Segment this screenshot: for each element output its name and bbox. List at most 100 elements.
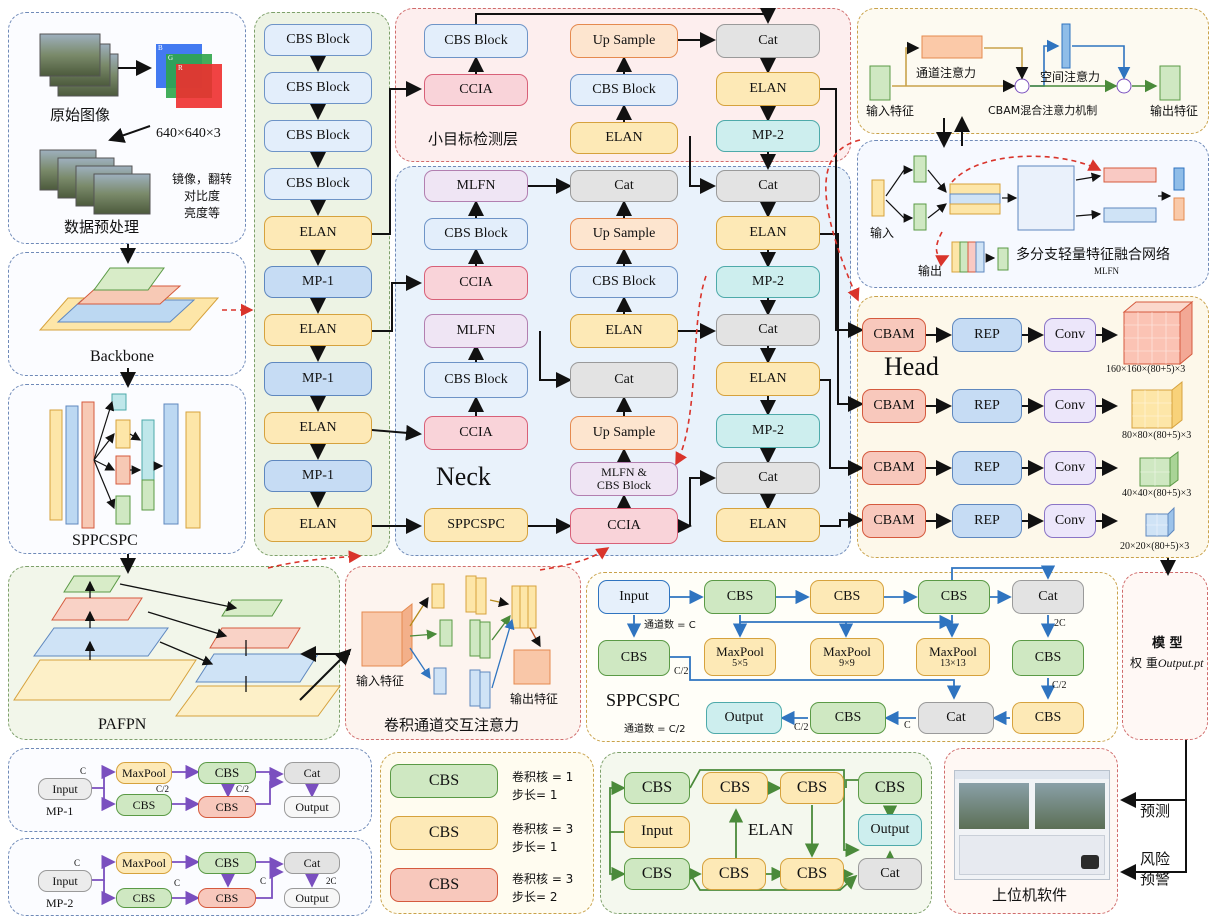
elan-title: ELAN [748,820,793,840]
elan-cat: Cat [858,858,922,890]
legend-s-3: 步长= 2 [512,888,558,905]
risk-label-2: 预警 [1140,868,1170,889]
small-target-title: 小目标检测层 [428,128,518,149]
neck-cat-3: Cat [716,170,820,202]
top-cbs-block: CBS Block [424,24,528,58]
mp2-output: Output [284,888,340,908]
spp-c2-b: C/2 [1052,680,1066,691]
spp-2c: 2C [1054,618,1066,629]
neck-cbs-block-3: CBS Block [570,266,678,298]
neck-elan-1: ELAN [570,314,678,348]
top-elan: ELAN [570,122,678,154]
spp-ch-c2: 通道数 = C/2 [624,720,685,735]
legend-s-2: 步长= 1 [512,838,558,855]
spp-maxpool-2-size: 9×9 [839,659,855,670]
mp2-cbs-1: CBS [198,852,256,874]
neck-elan-4: ELAN [716,508,820,542]
elan-cbs-1: CBS [624,772,690,804]
head-conv-1: Conv [1044,318,1096,352]
head-title: Head [884,352,939,382]
neck-ccia-1: CCIA [424,266,528,300]
legend-cbs-1: CBS [390,764,498,798]
mlfn-in-label: 输入 [870,224,894,241]
mp2-cbs-2: CBS [116,888,172,908]
top-cbs-block-2: CBS Block [570,74,678,106]
neck-ccia-3: CCIA [570,508,678,544]
mlfn-out-label: 输出 [918,262,942,279]
head-conv-4: Conv [1044,504,1096,538]
mp1-c2-b: C/2 [236,784,249,794]
elan-input: Input [624,816,690,848]
neck-upsample-1: Up Sample [570,218,678,250]
mp1-input: Input [38,778,92,800]
mp2-maxpool: MaxPool [116,852,172,874]
legend-s-1: 步长= 1 [512,786,558,803]
neck-mlfn-2: MLFN [424,314,528,348]
spp-c2-a: C/2 [674,666,688,677]
ccia-in-label: 输入特征 [356,672,404,689]
rgb-r-label: R [178,64,183,72]
bb-cbs-3: CBS Block [264,120,372,152]
spp-cbs-4: CBS [598,640,670,676]
original-images [40,34,118,96]
mp1-cbs-3: CBS [198,796,256,818]
elan-cbs-2: CBS [624,858,690,890]
mp2-cat: Cat [284,852,340,874]
software-device-icon [1081,855,1099,869]
spp-input: Input [598,580,670,614]
head-dim-1: 160×160×(80+5)×3 [1106,364,1185,375]
size-label: 640×640×3 [156,126,221,142]
head-conv-2: Conv [1044,389,1096,423]
mp1-cbs-1: CBS [198,762,256,784]
spp-maxpool-1-size: 5×5 [732,659,748,670]
mp2-input: Input [38,870,92,892]
neck-sppcspc: SPPCSPC [424,508,528,542]
legend-k-1: 卷积核 = 1 [512,768,573,785]
aug-label-3: 亮度等 [184,204,220,221]
neck-title: Neck [436,462,491,492]
head-rep-1: REP [952,318,1022,352]
head-rep-2: REP [952,389,1022,423]
backbone-label: Backbone [90,348,154,366]
bb-cbs-2: CBS Block [264,72,372,104]
neck-mlfn-1: MLFN [424,170,528,202]
spp-cbs-1: CBS [704,580,776,614]
spp-cbs-5: CBS [1012,640,1084,676]
head-cbam-4: CBAM [862,504,926,538]
spp-maxpool-1-label: MaxPool [716,645,764,659]
head-conv-3: Conv [1044,451,1096,485]
software-screenshot [954,770,1110,880]
ccia-title: 卷积通道交互注意力 [384,714,519,735]
mp1-cat: Cat [284,762,340,784]
head-cbam-2: CBAM [862,389,926,423]
neck-elan-2: ELAN [716,216,820,250]
software-titlebar [955,771,1109,779]
model-label-2: 权 重Output.pt [1130,654,1204,671]
top-ccia: CCIA [424,74,528,106]
head-dim-3: 40×40×(80+5)×3 [1122,488,1191,499]
head-cbam-3: CBAM [862,451,926,485]
mp2-c: C [74,858,80,868]
ccia-out-label: 输出特征 [510,690,558,707]
top-mp2: MP-2 [716,120,820,152]
head-dim-2: 80×80×(80+5)×3 [1122,430,1191,441]
spp-maxpool-1: MaxPool 5×5 [704,638,776,676]
bb-elan-3: ELAN [264,412,372,444]
sppcspc-stacks [50,394,200,528]
mp1-c: C [80,766,86,776]
neck-cat-4: Cat [716,314,820,346]
mp2-cbs-3: CBS [198,888,256,908]
neck-upsample-2: Up Sample [570,416,678,450]
mp2-2c: 2C [326,876,337,886]
rgb-g-label: G [168,54,173,62]
orig-image-label: 原始图像 [50,104,110,125]
head-dim-4: 20×20×(80+5)×3 [1120,541,1189,552]
mlfn-subtitle: MLFN [1094,266,1119,276]
pafpn-stack [14,576,340,716]
mp1-cbs-2: CBS [116,794,172,816]
elan-cbs-7: CBS [858,772,922,804]
aug-label-2: 对比度 [184,187,220,204]
neck-cat-2: Cat [570,362,678,398]
rgb-channels [156,44,222,108]
cbam-in-label: 输入特征 [866,102,914,119]
